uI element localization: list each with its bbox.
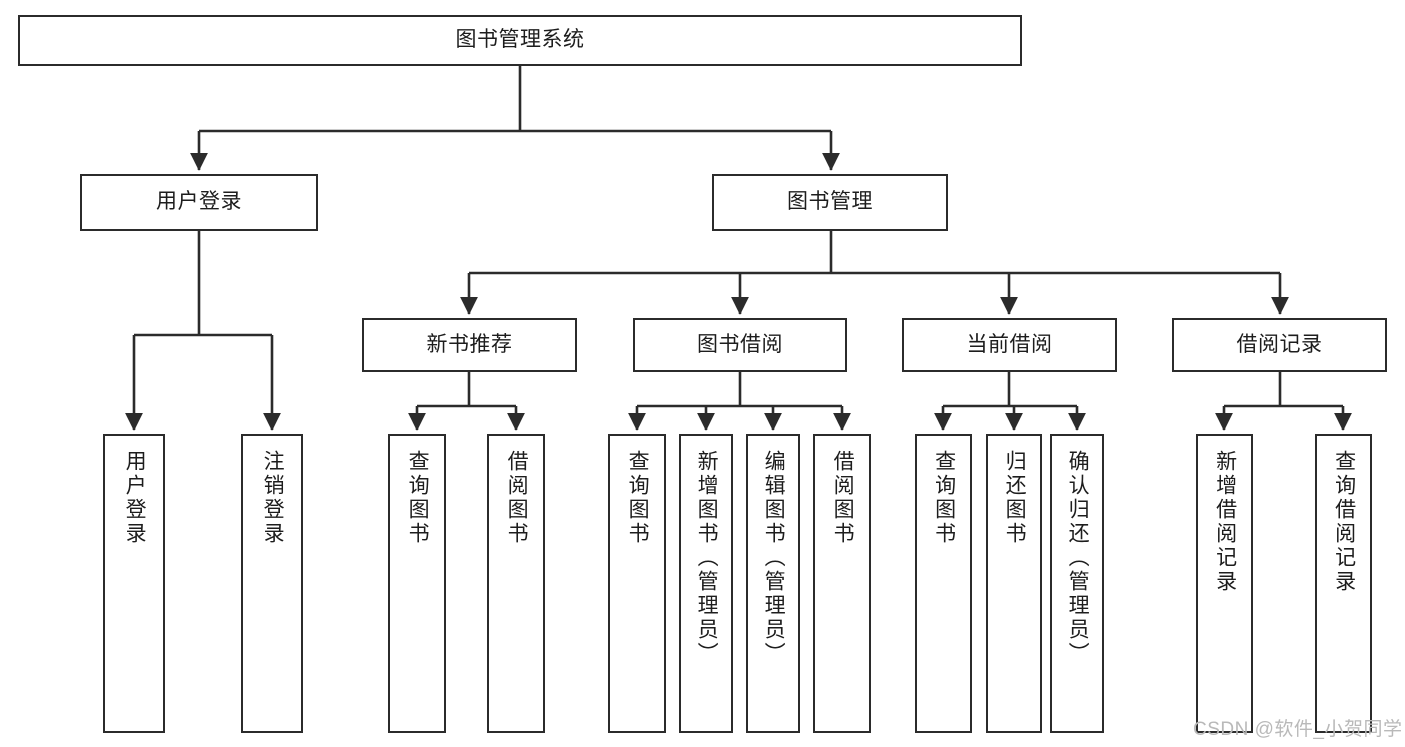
node-leaf-logout[interactable]: 注销登录: [241, 434, 303, 733]
node-root-label: 图书管理系统: [455, 28, 585, 52]
node-current-borrow-label: 当前借阅: [966, 332, 1053, 356]
node-leaf-edit-book-label: 编辑图书（管理员）: [762, 450, 786, 666]
node-current-borrow[interactable]: 当前借阅: [902, 318, 1117, 372]
node-leaf-query-book-2[interactable]: 查询图书: [608, 434, 666, 733]
node-book-manage-label: 图书管理: [787, 190, 873, 214]
node-user-login-label: 用户登录: [156, 190, 242, 214]
node-leaf-add-record-label: 新增借阅记录: [1213, 450, 1237, 594]
node-leaf-query-book-2-label: 查询图书: [626, 450, 650, 546]
node-leaf-query-book-3-label: 查询图书: [932, 450, 956, 546]
node-leaf-add-record[interactable]: 新增借阅记录: [1196, 434, 1253, 733]
node-book-borrow-label: 图书借阅: [697, 332, 783, 356]
node-leaf-query-record-label: 查询借阅记录: [1332, 450, 1356, 594]
node-root[interactable]: 图书管理系统: [18, 15, 1022, 66]
node-leaf-user-login[interactable]: 用户登录: [103, 434, 165, 733]
node-new-book-recommend-label: 新书推荐: [426, 332, 513, 356]
node-leaf-confirm-return[interactable]: 确认归还（管理员）: [1050, 434, 1104, 733]
csdn-watermark: CSDN @软件_小贺同学: [1193, 719, 1403, 740]
node-leaf-query-book-1[interactable]: 查询图书: [388, 434, 446, 733]
node-leaf-confirm-return-label: 确认归还（管理员）: [1066, 450, 1090, 666]
node-leaf-borrow-book-1-label: 借阅图书: [505, 450, 529, 546]
node-leaf-user-login-label: 用户登录: [123, 450, 147, 546]
node-leaf-borrow-book-1[interactable]: 借阅图书: [487, 434, 545, 733]
node-leaf-borrow-book-2-label: 借阅图书: [831, 450, 855, 546]
node-new-book-recommend[interactable]: 新书推荐: [362, 318, 577, 372]
node-leaf-query-book-1-label: 查询图书: [406, 450, 430, 546]
node-leaf-return-book[interactable]: 归还图书: [986, 434, 1042, 733]
node-leaf-add-book-label: 新增图书（管理员）: [695, 450, 719, 666]
node-leaf-add-book[interactable]: 新增图书（管理员）: [679, 434, 733, 733]
node-user-login[interactable]: 用户登录: [80, 174, 318, 231]
node-leaf-logout-label: 注销登录: [261, 450, 285, 546]
node-leaf-query-record[interactable]: 查询借阅记录: [1315, 434, 1372, 733]
node-leaf-edit-book[interactable]: 编辑图书（管理员）: [746, 434, 800, 733]
node-leaf-borrow-book-2[interactable]: 借阅图书: [813, 434, 871, 733]
node-leaf-query-book-3[interactable]: 查询图书: [915, 434, 972, 733]
node-borrow-record[interactable]: 借阅记录: [1172, 318, 1387, 372]
node-book-manage[interactable]: 图书管理: [712, 174, 948, 231]
node-book-borrow[interactable]: 图书借阅: [633, 318, 847, 372]
node-leaf-return-book-label: 归还图书: [1003, 450, 1027, 546]
node-borrow-record-label: 借阅记录: [1236, 332, 1323, 356]
